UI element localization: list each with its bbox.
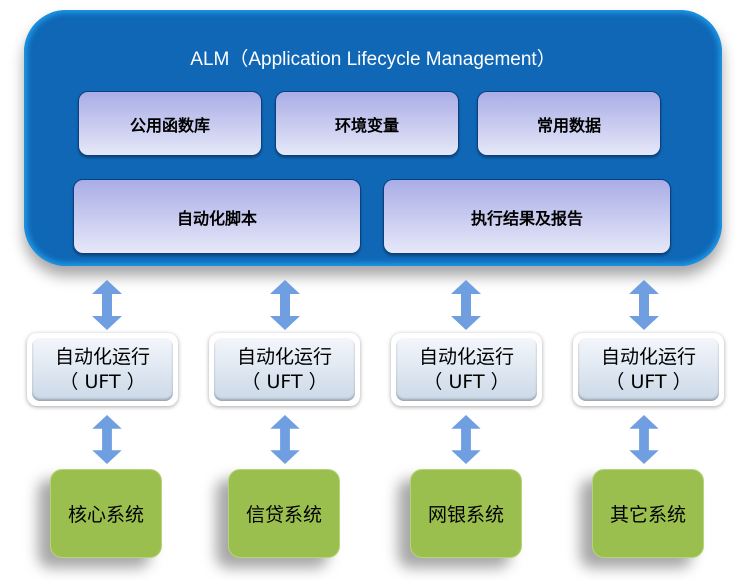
- double-arrow-icon: [270, 415, 300, 464]
- uft-runner-2: 自动化运行（ UFT ）: [209, 333, 360, 406]
- runner-tool: （ UFT ）: [241, 370, 328, 393]
- uft-runner-4: 自动化运行（ UFT ）: [573, 333, 724, 406]
- system-ebank: 网银系统: [410, 469, 522, 558]
- double-arrow-icon: [451, 280, 481, 330]
- runner-label: 自动化运行: [236, 345, 332, 368]
- module-results-reports: 执行结果及报告: [383, 179, 671, 254]
- double-arrow-icon: [92, 415, 122, 464]
- runner-label: 自动化运行: [54, 345, 150, 368]
- system-other: 其它系统: [592, 469, 704, 558]
- module-function-library: 公用函数库: [78, 91, 262, 156]
- module-common-data: 常用数据: [477, 91, 661, 156]
- uft-runner-1: 自动化运行（ UFT ）: [27, 333, 178, 406]
- double-arrow-icon: [451, 415, 481, 464]
- system-core: 核心系统: [50, 469, 162, 558]
- runner-tool: （ UFT ）: [605, 370, 692, 393]
- runner-label: 自动化运行: [600, 345, 696, 368]
- module-automation-scripts: 自动化脚本: [73, 179, 361, 254]
- runner-label: 自动化运行: [418, 345, 514, 368]
- system-credit: 信贷系统: [228, 469, 340, 558]
- module-env-variables: 环境变量: [275, 91, 459, 156]
- double-arrow-icon: [629, 280, 659, 330]
- double-arrow-icon: [629, 415, 659, 464]
- runner-tool: （ UFT ）: [59, 370, 146, 393]
- runner-tool: （ UFT ）: [423, 370, 510, 393]
- double-arrow-icon: [92, 280, 122, 330]
- double-arrow-icon: [270, 280, 300, 330]
- uft-runner-3: 自动化运行（ UFT ）: [391, 333, 542, 406]
- alm-title: ALM（Application Lifecycle Management）: [190, 49, 556, 70]
